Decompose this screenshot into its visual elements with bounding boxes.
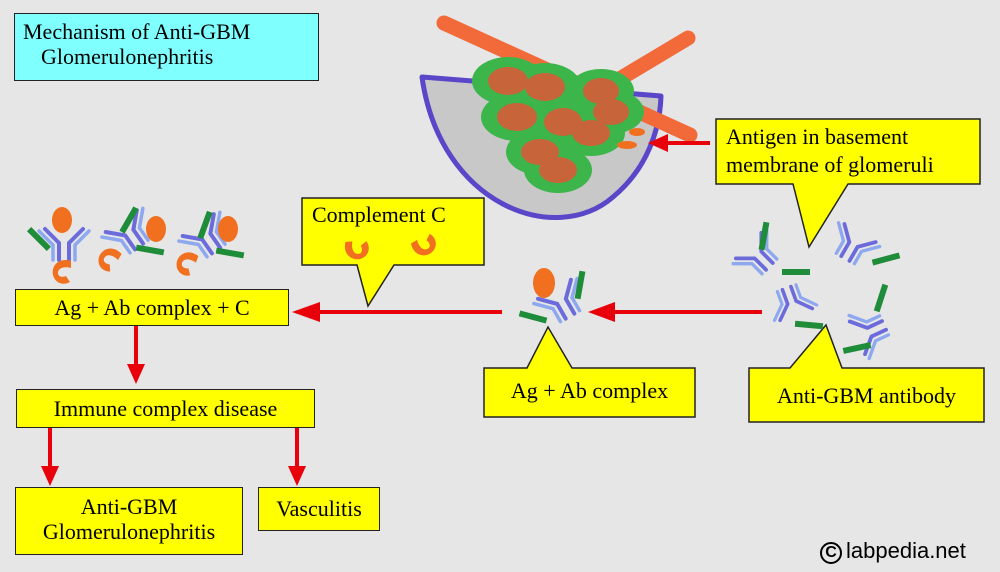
arrows <box>41 134 762 486</box>
ag-ab-c-box: Ag + Ab complex + C <box>15 289 289 326</box>
immune-complex-box: Immune complex disease <box>16 389 315 428</box>
glomerulus <box>419 15 698 220</box>
copyright-icon: C <box>820 542 842 564</box>
watermark-text: labpedia.net <box>846 538 966 563</box>
antigen-label-line1: Antigen in basement <box>726 124 909 149</box>
anti-gbm-gn-box: Anti-GBM Glomerulonephritis <box>15 487 243 555</box>
ag-ab-label: Ag + Ab complex <box>510 378 669 403</box>
title-line1: Mechanism of Anti-GBM <box>23 19 251 44</box>
basement-antigen <box>617 128 645 149</box>
anti-gbm-gn-line2: Glomerulonephritis <box>42 519 216 544</box>
antigen-callout <box>715 118 981 249</box>
ag-ab-c-complexes <box>26 204 245 284</box>
complement-label: Complement C <box>312 202 446 227</box>
ag-ab-complex <box>518 268 594 331</box>
ag-ab-callout <box>483 325 696 418</box>
complement-callout <box>301 197 485 308</box>
vasculitis-box: Vasculitis <box>258 487 380 531</box>
cell-nuclei <box>488 67 629 183</box>
antibody-label: Anti-GBM antibody <box>776 383 957 408</box>
antigen-label-line2: membrane of glomeruli <box>726 152 934 177</box>
antigen-label: Antigen in basement membrane of glomerul… <box>726 123 934 179</box>
callouts <box>301 118 985 423</box>
title-box: Mechanism of Anti-GBM Glomerulonephritis <box>14 13 319 81</box>
antibody-callout <box>748 323 985 423</box>
title-line2: Glomerulonephritis <box>41 44 214 69</box>
anti-gbm-gn-line1: Anti-GBM <box>80 494 178 519</box>
